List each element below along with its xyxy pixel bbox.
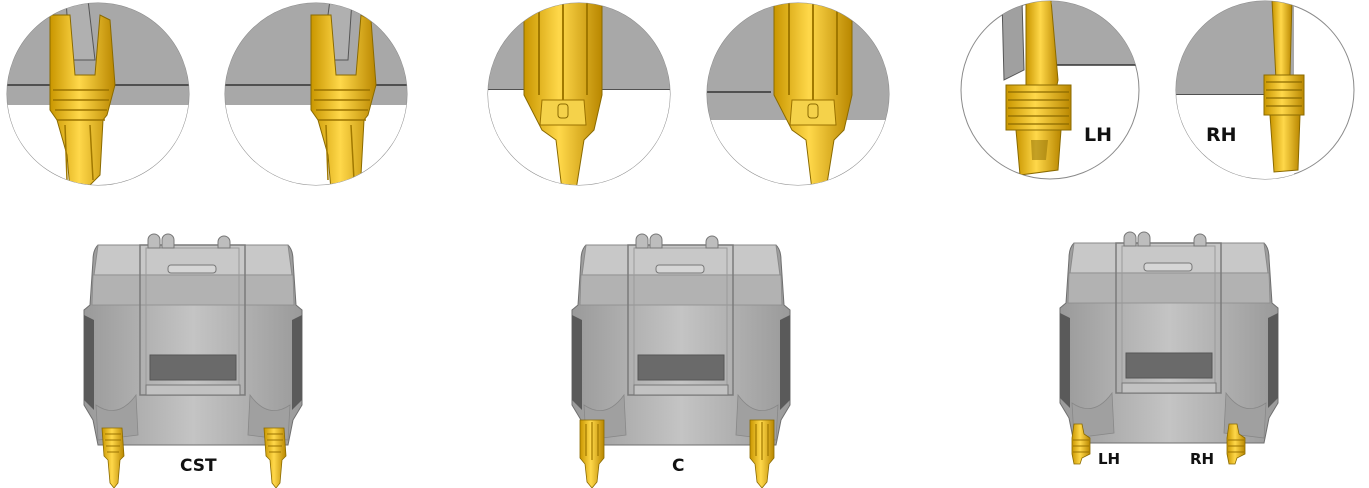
zoom-circle-right [706, 2, 890, 186]
bucket-label: C [672, 456, 685, 476]
panel-c: C [456, 0, 912, 488]
bucket [571, 233, 791, 446]
zoom-circle-left [6, 2, 190, 186]
zoom-label-lh: LH [1084, 124, 1113, 146]
bucket-label-lh: LH [1098, 450, 1121, 468]
bucket [83, 233, 303, 446]
zoom-circle-right [224, 2, 408, 186]
zoom-circle-right [1175, 0, 1355, 180]
panel-lh-rh: LH RH LH RH [912, 0, 1368, 488]
zoom-circle-left [960, 0, 1140, 180]
tooth-left [579, 419, 605, 488]
zoom-circle-left [487, 2, 671, 186]
panel-cst: CST [0, 0, 456, 488]
tooth-right [263, 427, 287, 488]
zoom-label-rh: RH [1206, 124, 1237, 146]
tooth-left [101, 427, 125, 488]
bucket [1059, 231, 1279, 444]
bucket-label: CST [180, 456, 217, 476]
tooth-right [749, 419, 775, 488]
bucket-label-rh: RH [1190, 450, 1215, 468]
